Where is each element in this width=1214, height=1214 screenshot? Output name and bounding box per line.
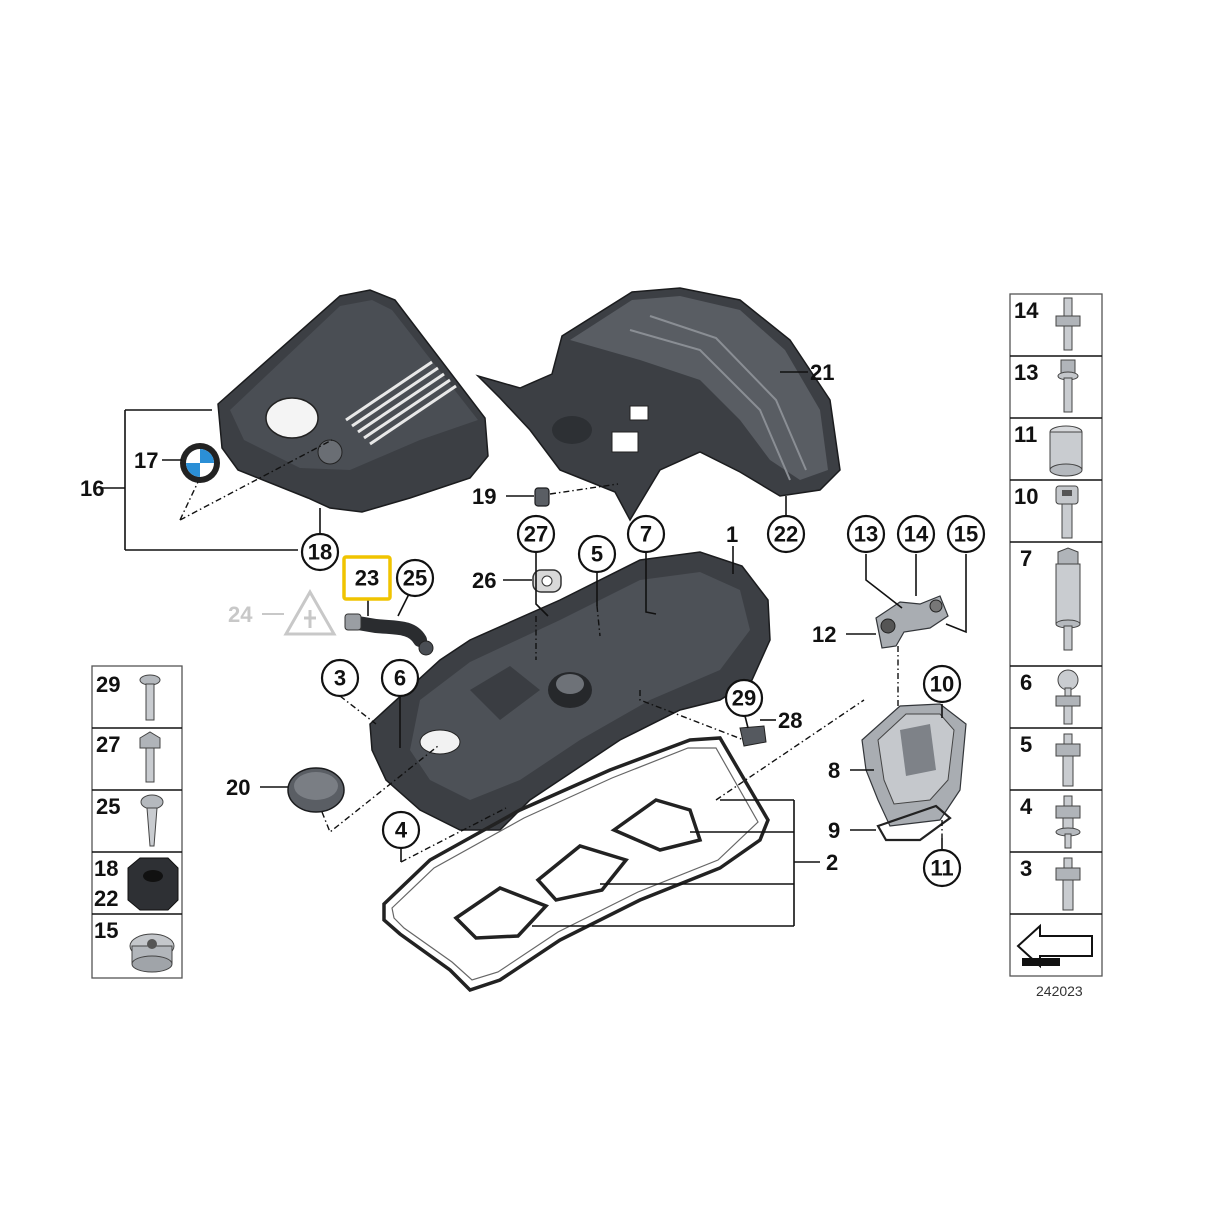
svg-text:25: 25 bbox=[403, 566, 427, 591]
callout-25[interactable]: 25 bbox=[395, 558, 435, 598]
left-row-15[interactable]: 15 bbox=[94, 918, 118, 943]
label-12[interactable]: 12 bbox=[812, 622, 836, 647]
left-fastener-table: 29 27 25 18 22 15 bbox=[91, 665, 183, 979]
right-row-13[interactable]: 13 bbox=[1014, 360, 1038, 385]
svg-text:4: 4 bbox=[395, 818, 408, 843]
svg-text:18: 18 bbox=[308, 540, 332, 565]
left-row-25[interactable]: 25 bbox=[96, 794, 120, 819]
svg-text:23: 23 bbox=[355, 566, 379, 591]
stud-5-icon bbox=[1055, 733, 1081, 787]
callout-4[interactable]: 4 bbox=[381, 810, 421, 850]
svg-text:10: 10 bbox=[930, 672, 954, 697]
right-row-3[interactable]: 3 bbox=[1020, 856, 1032, 881]
right-row-7[interactable]: 7 bbox=[1020, 546, 1032, 571]
sleeve-11-icon bbox=[1049, 425, 1083, 477]
svg-text:29: 29 bbox=[732, 686, 756, 711]
callout-11[interactable]: 11 bbox=[922, 848, 962, 888]
stud-3-icon bbox=[1055, 857, 1081, 911]
bolt-13-icon bbox=[1057, 359, 1079, 413]
plug-15-icon bbox=[129, 933, 175, 973]
bolt-27-icon bbox=[139, 731, 161, 783]
gasket-2[interactable] bbox=[382, 736, 770, 993]
engine-cover[interactable] bbox=[217, 289, 489, 513]
svg-text:22: 22 bbox=[774, 522, 798, 547]
left-row-22[interactable]: 22 bbox=[94, 886, 118, 911]
label-2[interactable]: 2 bbox=[826, 850, 838, 875]
label-8[interactable]: 8 bbox=[828, 758, 840, 783]
callout-3[interactable]: 3 bbox=[320, 658, 360, 698]
screw-29-icon bbox=[139, 674, 161, 721]
callout-15[interactable]: 15 bbox=[946, 514, 986, 554]
left-row-18[interactable]: 18 bbox=[94, 856, 118, 881]
bmw-emblem-icon bbox=[180, 443, 220, 483]
right-row-4[interactable]: 4 bbox=[1020, 794, 1033, 819]
svg-text:15: 15 bbox=[954, 522, 978, 547]
callout-10[interactable]: 10 bbox=[922, 664, 962, 704]
left-row-29[interactable]: 29 bbox=[96, 672, 120, 697]
svg-text:5: 5 bbox=[591, 542, 603, 567]
screw-25-icon bbox=[140, 794, 164, 847]
label-26[interactable]: 26 bbox=[472, 568, 496, 593]
label-28[interactable]: 28 bbox=[778, 708, 802, 733]
svg-text:14: 14 bbox=[904, 522, 929, 547]
right-row-14[interactable]: 14 bbox=[1014, 298, 1039, 323]
label-20[interactable]: 20 bbox=[226, 775, 250, 800]
gasket-9[interactable] bbox=[876, 804, 952, 842]
rubber-mount-icon bbox=[127, 857, 179, 911]
right-row-11[interactable]: 11 bbox=[1014, 422, 1037, 447]
callout-18[interactable]: 18 bbox=[300, 532, 340, 572]
right-row-5[interactable]: 5 bbox=[1020, 732, 1032, 757]
callout-22[interactable]: 22 bbox=[766, 514, 806, 554]
reference-number: 242023 bbox=[1036, 983, 1083, 999]
label-1[interactable]: 1 bbox=[726, 522, 738, 547]
breather-hose-23[interactable] bbox=[344, 613, 434, 656]
cap-20[interactable] bbox=[287, 767, 345, 813]
right-fastener-table: 14 13 11 10 7 bbox=[1009, 293, 1103, 977]
label-19[interactable]: 19 bbox=[472, 484, 496, 509]
callout-13[interactable]: 13 bbox=[846, 514, 886, 554]
electrical-warning-icon bbox=[283, 588, 337, 636]
svg-text:13: 13 bbox=[854, 522, 878, 547]
direction-arrow-icon bbox=[1016, 923, 1093, 969]
oil-separator[interactable] bbox=[861, 703, 967, 827]
acoustic-cover[interactable] bbox=[475, 287, 841, 522]
label-21[interactable]: 21 bbox=[810, 360, 834, 385]
mount-12[interactable] bbox=[875, 595, 949, 649]
label-24[interactable]: 24 bbox=[228, 602, 253, 627]
stud-4-icon bbox=[1055, 795, 1081, 849]
left-row-27[interactable]: 27 bbox=[96, 732, 120, 757]
label-9[interactable]: 9 bbox=[828, 818, 840, 843]
callout-27[interactable]: 27 bbox=[516, 514, 556, 554]
callout-23-highlighted[interactable]: 23 bbox=[342, 555, 392, 601]
gasket-26[interactable] bbox=[532, 569, 562, 593]
long-stud-7-icon bbox=[1055, 547, 1081, 651]
callout-6[interactable]: 6 bbox=[380, 658, 420, 698]
callout-7[interactable]: 7 bbox=[626, 514, 666, 554]
clip-19[interactable] bbox=[534, 487, 550, 507]
svg-text:11: 11 bbox=[930, 856, 953, 881]
cylinder-head-cover[interactable] bbox=[369, 551, 771, 831]
leader-lines bbox=[100, 371, 967, 927]
svg-text:6: 6 bbox=[394, 666, 406, 691]
stud-14-icon bbox=[1055, 297, 1081, 351]
label-16[interactable]: 16 bbox=[80, 476, 104, 501]
plain-labels: 16 17 19 21 26 1 24 20 28 2 8 9 12 bbox=[80, 360, 840, 875]
bracket-28[interactable] bbox=[739, 725, 767, 747]
right-row-10[interactable]: 10 bbox=[1014, 484, 1038, 509]
label-17[interactable]: 17 bbox=[134, 448, 158, 473]
callout-29[interactable]: 29 bbox=[724, 678, 764, 718]
allen-bolt-10-icon bbox=[1055, 485, 1079, 539]
callout-14[interactable]: 14 bbox=[896, 514, 936, 554]
ball-stud-6-icon bbox=[1055, 669, 1081, 725]
svg-text:7: 7 bbox=[640, 522, 652, 547]
right-row-6[interactable]: 6 bbox=[1020, 670, 1032, 695]
svg-text:27: 27 bbox=[524, 522, 548, 547]
svg-text:3: 3 bbox=[334, 666, 346, 691]
callout-circles: 18 22 27 5 7 25 3 6 4 29 13 14 15 10 11 bbox=[300, 514, 986, 888]
callout-5[interactable]: 5 bbox=[577, 534, 617, 574]
